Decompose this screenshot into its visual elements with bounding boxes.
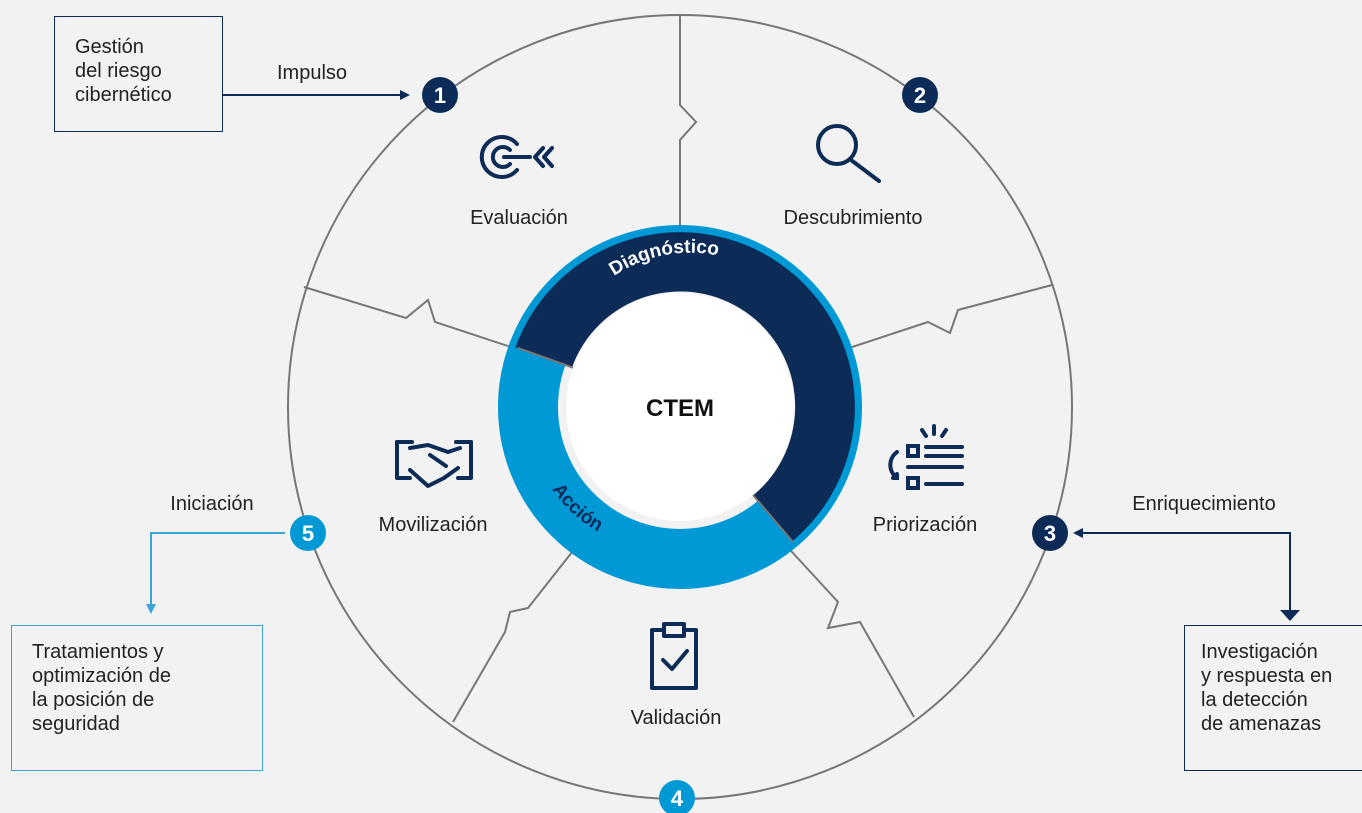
ring-center xyxy=(566,293,794,521)
step-badge-1: 1 xyxy=(422,77,458,113)
box-line: seguridad xyxy=(32,713,120,735)
step-badge-5: 5 xyxy=(290,515,326,551)
box-line: Gestión xyxy=(75,36,144,58)
priority-list-icon xyxy=(888,424,964,490)
svg-text:1: 1 xyxy=(434,83,446,108)
step-badge-3: 3 xyxy=(1032,515,1068,551)
treatments-box: Tratamientos y optimización de la posici… xyxy=(11,625,263,771)
svg-text:2: 2 xyxy=(914,83,926,108)
divider-5-1 xyxy=(303,286,521,351)
center-label: CTEM xyxy=(646,395,714,422)
magnifier-icon xyxy=(816,124,881,183)
enrichment-label: Enriquecimiento xyxy=(1132,493,1275,515)
connector-initiation xyxy=(146,532,285,614)
stage-1-label: Evaluación xyxy=(470,207,568,229)
investigation-box: Investigación y respuesta en la detecció… xyxy=(1184,625,1362,771)
divider-1-2 xyxy=(679,15,698,236)
box-line: del riesgo xyxy=(75,60,162,82)
box-line: cibernético xyxy=(75,84,172,106)
divider-4-5 xyxy=(452,541,581,723)
clipboard-check-icon xyxy=(650,622,698,690)
impulse-label: Impulso xyxy=(277,62,347,84)
target-arrow-icon xyxy=(479,135,554,179)
svg-text:5: 5 xyxy=(302,521,314,546)
svg-text:3: 3 xyxy=(1044,521,1056,546)
svg-text:4: 4 xyxy=(671,786,684,811)
step-badge-2: 2 xyxy=(902,77,938,113)
stage-5-label: Movilización xyxy=(379,514,488,536)
box-line: la detección xyxy=(1201,689,1308,711)
stage-4-label: Validación xyxy=(631,707,722,729)
risk-management-box: Gestión del riesgo cibernético xyxy=(54,16,223,132)
handshake-icon xyxy=(395,440,473,488)
ring-diagnostic-segment xyxy=(515,232,855,542)
box-line: la posición de xyxy=(32,689,155,711)
box-line: de amenazas xyxy=(1201,713,1322,735)
connector-enrichment xyxy=(1073,528,1291,610)
divider-3-4 xyxy=(780,539,915,718)
box-line: optimización de xyxy=(32,665,171,687)
box-line: Investigación xyxy=(1201,641,1318,663)
box-line: Tratamientos y xyxy=(32,641,164,663)
box-line: y respuesta en xyxy=(1201,665,1333,687)
divider-2-3 xyxy=(842,284,1053,351)
stage-3-label: Priorización xyxy=(873,514,977,536)
stage-2-label: Descubrimiento xyxy=(784,207,923,229)
initiation-label: Iniciación xyxy=(170,493,253,515)
step-badge-4: 4 xyxy=(659,780,695,813)
